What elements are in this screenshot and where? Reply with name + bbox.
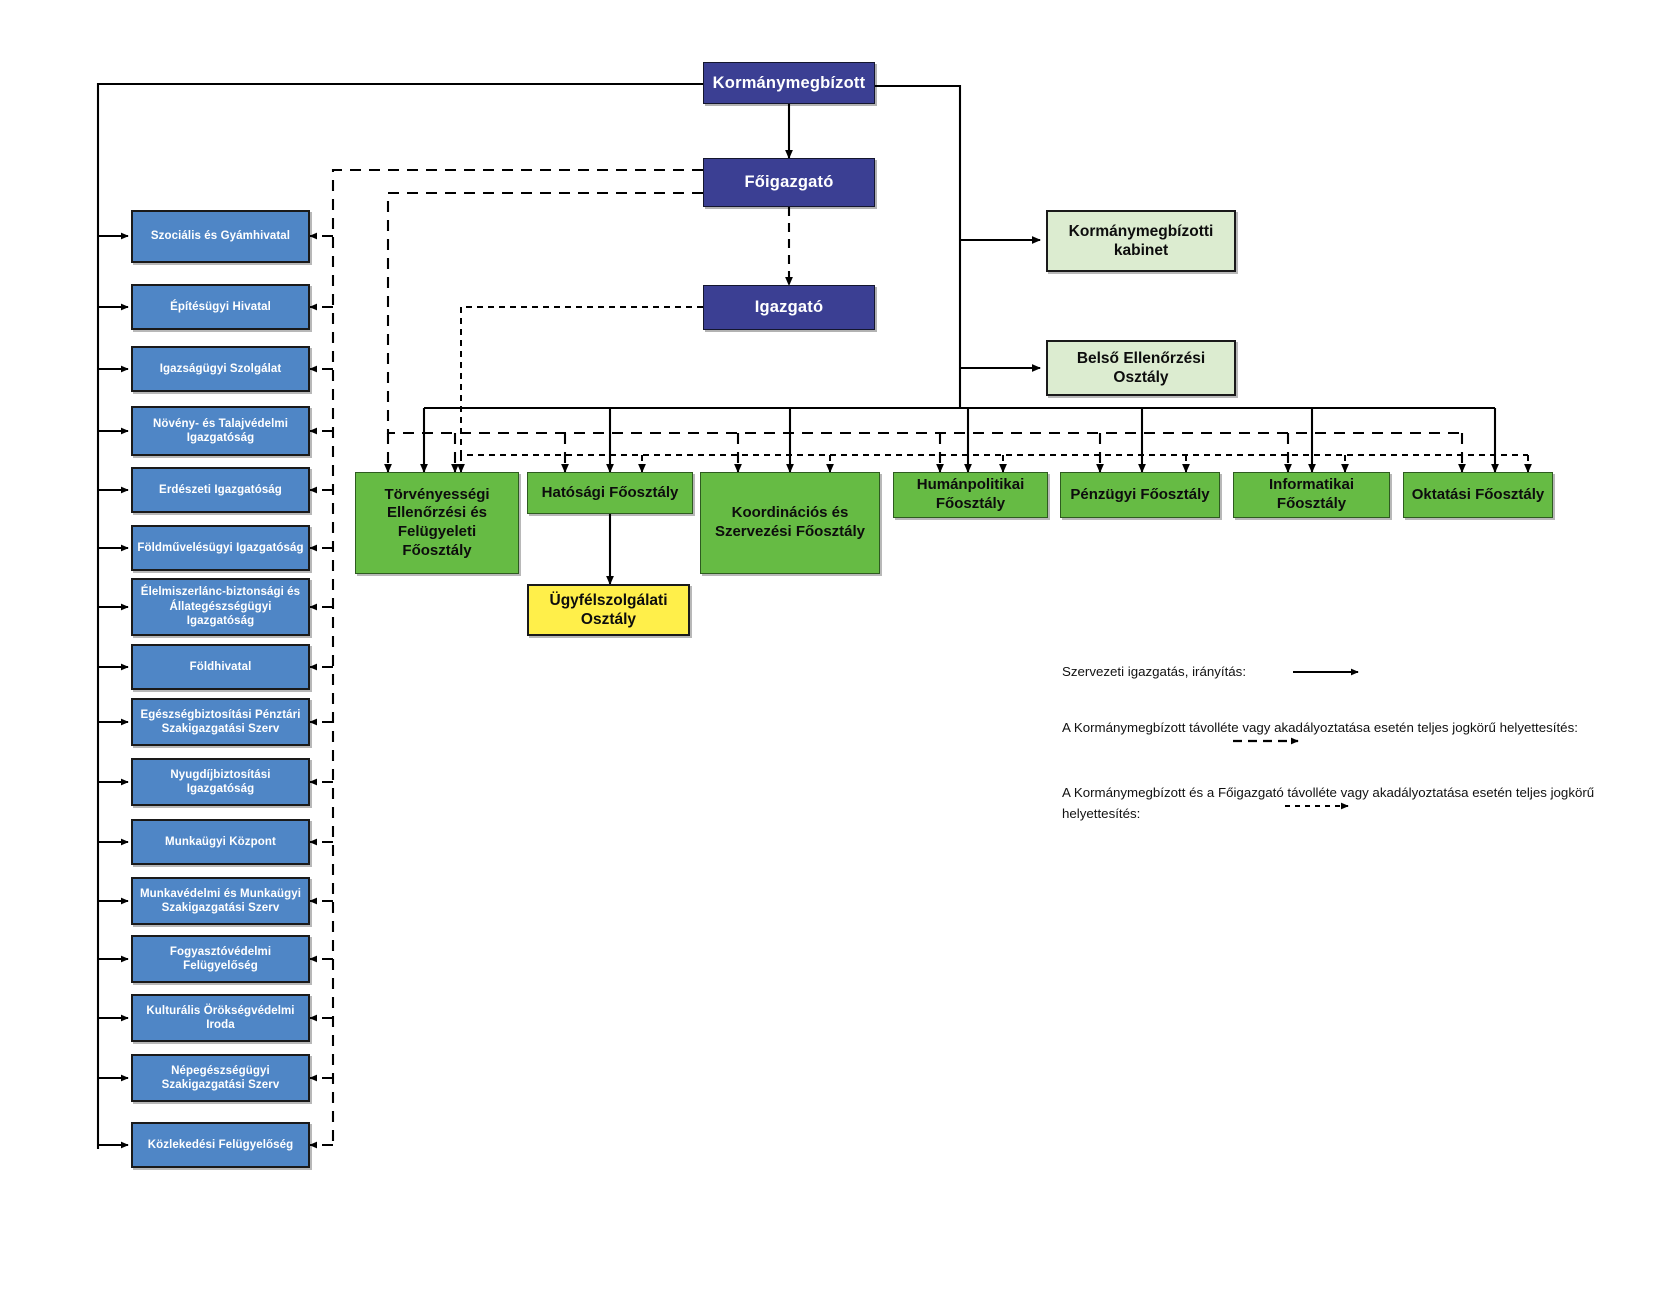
- node-agency-elelmiszerlanc-biztonsagi-es-allategeszsegugyi-igazgatosag[interactable]: Élelmiszerlánc-biztonsági és Állategészs…: [131, 578, 310, 636]
- node-dept-hatosagi-foosztaly[interactable]: Hatósági Főosztály: [527, 472, 693, 514]
- node-agency-szocialis-es-gyamhivatal[interactable]: Szociális és Gyámhivatal: [131, 210, 310, 263]
- node-dept-humanpolitikai-foosztaly[interactable]: Humánpolitikai Főosztály: [893, 472, 1048, 518]
- legend-fine-dashed-label: A Kormánymegbízott és a Főigazgató távol…: [1062, 785, 1595, 821]
- node-agency-igazsagugyi-szolgalat[interactable]: Igazságügyi Szolgálat: [131, 346, 310, 392]
- legend-solid-label: Szervezeti igazgatás, irányítás:: [1062, 664, 1247, 679]
- node-dept-informatikai-foosztaly[interactable]: Informatikai Főosztály: [1233, 472, 1390, 518]
- dashed-connectors: [309, 168, 1466, 1149]
- node-agency-munkaugyi-kozpont[interactable]: Munkaügyi Központ: [131, 819, 310, 865]
- node-belso-ellenorzesi-osztaly[interactable]: Belső Ellenőrzési Osztály: [1046, 340, 1236, 396]
- node-igazgato[interactable]: Igazgató: [703, 285, 875, 330]
- node-kormanymegbizotti-kabinet[interactable]: Kormánymegbízotti kabinet: [1046, 210, 1236, 272]
- fine-dashed-connectors: [457, 306, 1532, 473]
- node-agency-kozlekedesi-felugyeloseg[interactable]: Közlekedési Felügyelőség: [131, 1122, 310, 1168]
- node-dept-koordinacios-es-szervezesi-foosztaly[interactable]: Koordinációs és Szervezési Főosztály: [700, 472, 880, 574]
- node-dept-penzugyi-foosztaly[interactable]: Pénzügyi Főosztály: [1060, 472, 1220, 518]
- node-agency-epitesugyi-hivatal[interactable]: Építésügyi Hivatal: [131, 284, 310, 330]
- node-agency-fogyasztovedelmi-felugyeloseg[interactable]: Fogyasztóvédelmi Felügyelőség: [131, 935, 310, 983]
- node-agency-egeszsegbiztositasi-penztari-szakigazgatasi-szerv[interactable]: Egészségbiztosítási Pénztári Szakigazgat…: [131, 698, 310, 746]
- node-dept-oktatasi-foosztaly[interactable]: Oktatási Főosztály: [1403, 472, 1553, 518]
- node-agency-nepegeszsegugyi-szakigazgatasi-szerv[interactable]: Népegészségügyi Szakigazgatási Szerv: [131, 1054, 310, 1102]
- node-agency-erdeszeti-igazgatosag[interactable]: Erdészeti Igazgatóság: [131, 467, 310, 513]
- node-agency-munkavedelmi-es-munkaugyi-szakigazgatasi-szerv[interactable]: Munkavédelmi és Munkaügyi Szakigazgatási…: [131, 877, 310, 925]
- node-agency-noveny-es-talajvedelmi-igazgatosag[interactable]: Növény- és Talajvédelmi Igazgatóság: [131, 406, 310, 456]
- node-kormanymegbizott[interactable]: Kormánymegbízott: [703, 62, 875, 104]
- node-agency-foldhivatal[interactable]: Földhivatal: [131, 644, 310, 690]
- node-agency-foldmuvelesugyi-igazgatosag[interactable]: Földművelésügyi Igazgatóság: [131, 525, 310, 571]
- node-agency-kulturalis-oroksegvedelmi-iroda[interactable]: Kulturális Örökségvédelmi Iroda: [131, 994, 310, 1042]
- node-foigazgato[interactable]: Főigazgató: [703, 158, 875, 207]
- node-agency-nyugdijbiztositasi-igazgatosag[interactable]: Nyugdíjbiztosítási Igazgatóság: [131, 758, 310, 806]
- node-dept-torvenyessegi-ellenorzesi-es-felugyeleti-foosztaly[interactable]: Törvényességi Ellenőrzési és Felügyeleti…: [355, 472, 519, 574]
- node-ugyfelszolgalati-osztaly[interactable]: Ügyfélszolgálati Osztály: [527, 584, 690, 636]
- legend-dashed-label: A Kormánymegbízott távolléte vagy akadál…: [1062, 720, 1578, 735]
